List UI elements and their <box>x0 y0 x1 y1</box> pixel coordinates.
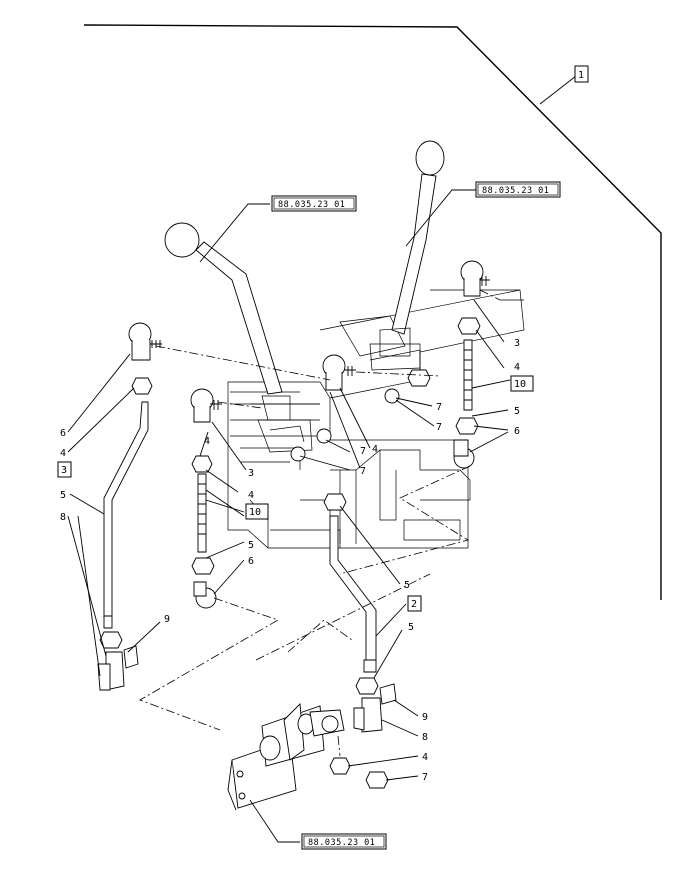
callout-4: 4 <box>422 752 428 763</box>
callout-7: 7 <box>360 466 366 477</box>
callout-9: 9 <box>422 712 428 723</box>
lower-bracket <box>227 702 389 811</box>
leader-lines <box>67 189 511 843</box>
boxed-callout-left-stud: 10 <box>245 503 269 520</box>
callout-8: 8 <box>60 512 66 523</box>
right-gear-lever <box>369 140 445 371</box>
callout-5: 5 <box>404 580 410 591</box>
reference-text: 88.035.23 01 <box>308 838 375 848</box>
callout-6: 6 <box>60 428 66 439</box>
callout-6: 6 <box>514 426 520 437</box>
callout-text: 2 <box>411 599 417 610</box>
callout-3: 3 <box>248 468 254 479</box>
callout-7: 7 <box>436 402 442 413</box>
callout-text: 10 <box>249 507 261 518</box>
reference-text: 88.035.23 01 <box>482 186 549 196</box>
callout-9: 9 <box>164 614 170 625</box>
right-linkage <box>453 260 490 469</box>
reference-label-upper-left: 88.035.23 01 <box>271 195 357 212</box>
callout-4: 4 <box>248 490 254 501</box>
middle-left-linkage <box>190 388 222 609</box>
callout-7: 7 <box>436 422 442 433</box>
center-linkage <box>290 354 431 462</box>
callout-7: 7 <box>422 772 428 783</box>
callout-text: 10 <box>514 379 526 390</box>
center-lines <box>139 289 501 757</box>
reference-text: 88.035.23 01 <box>278 200 345 210</box>
callout-numbers: 6 4 5 8 9 4 3 4 5 6 7 7 4 3 4 5 6 7 7 5 … <box>60 338 520 783</box>
callout-4: 4 <box>514 362 520 373</box>
left-linkage <box>97 322 162 691</box>
reference-label-bottom: 88.035.23 01 <box>301 833 387 850</box>
callout-8: 8 <box>422 732 428 743</box>
control-housing-outline <box>227 289 525 549</box>
left-gear-lever <box>164 222 320 453</box>
boxed-callout-mid-rod: 2 <box>407 595 422 612</box>
reference-label-upper-right: 88.035.23 01 <box>475 181 561 198</box>
callout-4: 4 <box>372 444 378 455</box>
assembly-bracket-line <box>83 24 662 600</box>
callout-5: 5 <box>408 622 414 633</box>
boxed-callout-left-rod: 3 <box>57 461 72 478</box>
callout-7: 7 <box>360 446 366 457</box>
callout-4: 4 <box>204 436 210 447</box>
callout-4: 4 <box>60 448 66 459</box>
callout-6: 6 <box>248 556 254 567</box>
center-rod <box>323 493 397 733</box>
callout-5: 5 <box>248 540 254 551</box>
callout-5: 5 <box>60 490 66 501</box>
boxed-callout-right-stud: 10 <box>510 375 534 392</box>
boxed-callout-assembly: 1 <box>574 65 589 83</box>
callout-3: 3 <box>514 338 520 349</box>
callout-text: 3 <box>61 465 67 476</box>
callout-5: 5 <box>514 406 520 417</box>
callout-text: 1 <box>578 70 584 81</box>
